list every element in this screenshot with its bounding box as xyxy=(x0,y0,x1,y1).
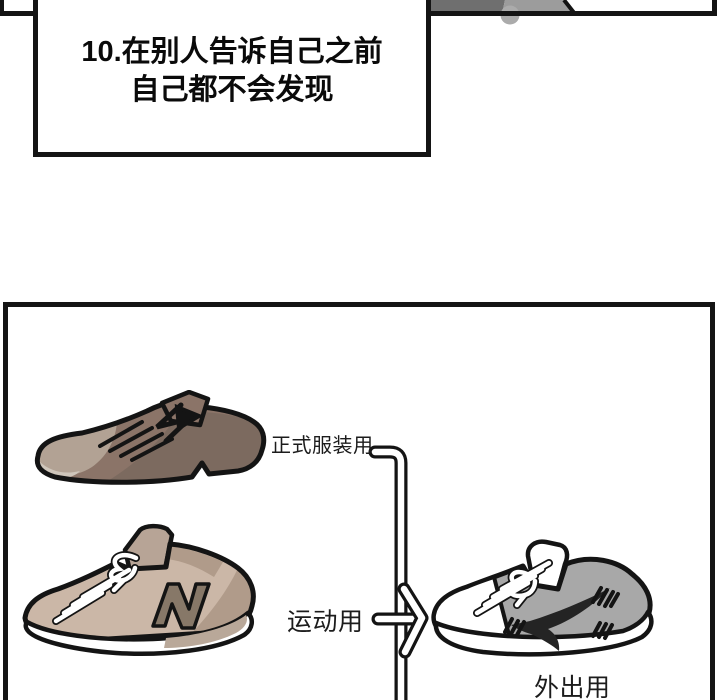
right-arrow-icon xyxy=(397,582,429,659)
outing-shoe-illustration xyxy=(431,539,654,657)
dress-shoe-body xyxy=(34,399,267,485)
outing-shoe-sole xyxy=(433,609,654,657)
hatch-marks xyxy=(503,586,620,640)
previous-panel-figure-icon xyxy=(428,0,577,25)
label-outing-use: 外出用 xyxy=(534,674,611,700)
previous-panel-left-border xyxy=(0,0,4,16)
dress-shoe-illustration xyxy=(34,390,267,485)
caption-line-1: 10.在别人告诉自己之前 xyxy=(81,36,383,68)
running-shoe-laces xyxy=(52,551,140,625)
label-formal-wear: 正式服装用 xyxy=(271,435,374,457)
outing-shoe-laces xyxy=(473,559,553,617)
bracket-arrow xyxy=(368,445,429,700)
n-logo-icon xyxy=(151,582,211,630)
running-shoe-illustration xyxy=(22,523,256,656)
label-sport-use: 运动用 xyxy=(287,608,364,636)
running-shoe-sole xyxy=(23,610,254,656)
previous-panel-right-border xyxy=(712,0,717,16)
dress-shoe-laces xyxy=(98,402,204,462)
caption-line-2: 自己都不会发现 xyxy=(130,74,334,106)
swoosh-logo-icon xyxy=(511,588,610,651)
caption-box: 10.在别人告诉自己之前 自己都不会发现 xyxy=(33,0,431,157)
